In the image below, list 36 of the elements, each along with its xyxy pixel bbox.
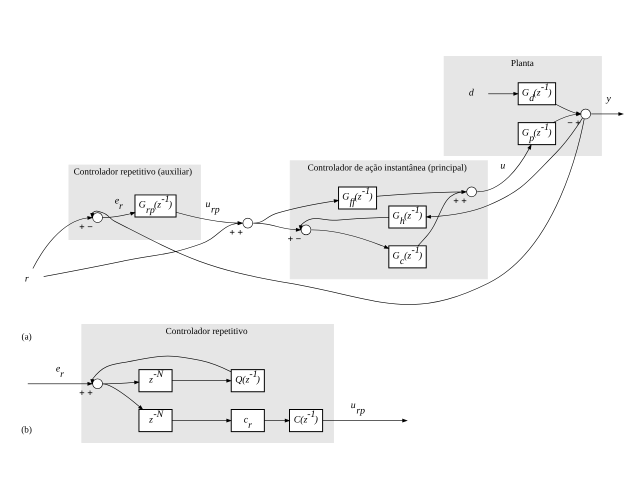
node-label: + −	[79, 222, 93, 233]
label: (b)	[21, 424, 32, 435]
arrow	[253, 222, 302, 232]
arrow	[311, 230, 390, 249]
node-circle	[242, 218, 254, 228]
arrow	[298, 217, 389, 231]
arrow	[172, 378, 232, 383]
node-circle	[300, 224, 312, 236]
arrow	[27, 382, 93, 386]
arrow	[264, 418, 290, 422]
arrow	[425, 118, 583, 219]
node-label: + +	[453, 196, 467, 208]
arrow	[322, 418, 408, 422]
node-text: d	[468, 87, 474, 98]
node-circle	[466, 186, 477, 198]
arrow	[488, 92, 519, 96]
arrow	[476, 144, 532, 192]
node-text: r	[24, 273, 29, 284]
node-label: + +	[79, 388, 93, 399]
arrow	[32, 216, 93, 269]
label: (a)	[22, 331, 32, 342]
arrow	[87, 356, 232, 386]
arrow	[90, 118, 585, 305]
arrow	[102, 380, 140, 384]
node-circle	[92, 212, 103, 223]
node-circle	[580, 108, 591, 120]
arrow	[172, 418, 232, 422]
node-circle	[92, 378, 103, 389]
arrow	[102, 212, 136, 218]
edge-label: u	[500, 160, 506, 172]
arrow	[590, 112, 624, 116]
arrow	[253, 199, 340, 224]
node-label: + −	[288, 234, 302, 246]
arrow	[102, 383, 144, 410]
edge-label: y	[606, 94, 611, 105]
node-label: + +	[229, 227, 244, 238]
